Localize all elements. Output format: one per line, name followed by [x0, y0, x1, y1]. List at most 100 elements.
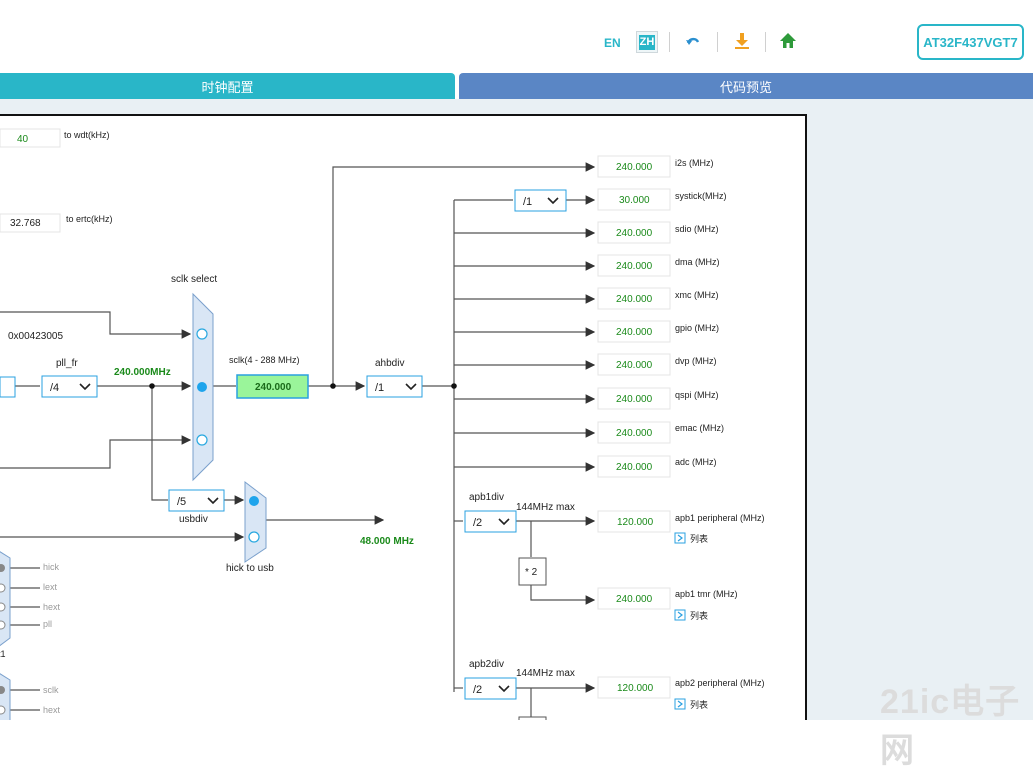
toolbar-divider	[717, 32, 718, 52]
toolbar-divider	[669, 32, 670, 52]
out-value: 240.000	[616, 428, 653, 439]
clkout-radio-hick[interactable]	[0, 564, 5, 572]
toolbar-divider	[765, 32, 766, 52]
expand-icon	[674, 698, 686, 710]
clkout-radio-lext[interactable]	[0, 583, 6, 593]
wdt-value: 40	[17, 134, 29, 145]
out-value: 240.000	[616, 261, 653, 272]
apb1div-label: apb1div	[469, 492, 504, 503]
out-label: dvp (MHz)	[675, 356, 717, 366]
multiplier-label: * 2	[525, 567, 538, 578]
ahbdiv-label: ahbdiv	[375, 358, 404, 369]
hick-to-usb-mux	[244, 480, 267, 563]
apb1-periph-list-link[interactable]: 列表	[674, 532, 708, 544]
ertc-value: 32.768	[10, 218, 41, 229]
usb-freq: 48.000 MHz	[360, 536, 414, 547]
apb1-tmr-label: apb1 tmr (MHz)	[675, 589, 738, 599]
clkout-mux	[0, 551, 11, 647]
svg-text:列表: 列表	[690, 533, 708, 544]
svg-text:/4: /4	[50, 382, 59, 394]
chevron-down-icon	[547, 197, 559, 205]
clkout-radio-hext[interactable]	[0, 602, 6, 612]
apb2-periph-value: 120.000	[617, 683, 654, 694]
clkout-label: pll	[43, 619, 52, 629]
multiplier-box	[518, 557, 547, 586]
chevron-down-icon	[405, 383, 417, 391]
svg-text:/2: /2	[473, 684, 482, 696]
tab-label: 时钟配置	[201, 79, 254, 95]
out-label: gpio (MHz)	[675, 323, 719, 333]
clock-diagram: /4 /1 /1 /5 /2 /2 to wdt(kHz) to ertc(kH…	[0, 114, 807, 720]
clkout-label: lext	[43, 582, 58, 592]
out-value: 240.000	[616, 294, 653, 305]
clkout2-radio-hext[interactable]	[0, 705, 6, 715]
svg-text:/1: /1	[375, 382, 384, 394]
chip-model-label: AT32F437VGT7	[923, 34, 1018, 50]
usbdiv-label: usbdiv	[179, 514, 208, 525]
usbdiv-select[interactable]: /5	[168, 489, 225, 512]
tab-clock-config[interactable]: 时钟配置	[0, 73, 455, 99]
out-value: 240.000	[616, 462, 653, 473]
svg-text:列表: 列表	[690, 610, 708, 621]
out-value: 240.000	[616, 360, 653, 371]
undo-icon[interactable]	[684, 33, 702, 56]
chip-model-button[interactable]: AT32F437VGT7	[917, 24, 1024, 60]
lang-en-button[interactable]: EN	[604, 36, 621, 50]
out-value: 240.000	[616, 228, 653, 239]
tab-label: 代码预览	[719, 79, 772, 95]
lang-zh-label: ZH	[639, 35, 655, 50]
out-label: emac (MHz)	[675, 423, 724, 433]
clkout-mux-label: t1	[0, 649, 6, 659]
svg-text:/5: /5	[177, 496, 186, 508]
tab-code-preview[interactable]: 代码预览	[459, 73, 1033, 99]
out-label: i2s (MHz)	[675, 158, 714, 168]
top-bar: EN ZH AT32F437VGT7	[0, 0, 1033, 72]
apb2div-select[interactable]: /2	[464, 677, 517, 700]
apb2div-label: apb2div	[469, 659, 504, 670]
out-value: 240.000	[616, 327, 653, 338]
svg-text:列表: 列表	[690, 699, 708, 710]
apb1-tmr-list-link[interactable]: 列表	[674, 609, 708, 621]
out-label: dma (MHz)	[675, 257, 720, 267]
lang-zh-button[interactable]: ZH	[636, 31, 658, 53]
clkout-label: hick	[43, 562, 60, 572]
sclk-select-label: sclk select	[171, 274, 217, 285]
sclk-source-radio-2[interactable]	[197, 382, 207, 392]
out-label: adc (MHz)	[675, 457, 717, 467]
apb2-periph-list-link[interactable]: 列表	[674, 698, 708, 710]
out-value: 240.000	[616, 394, 653, 405]
clkout-radio-pll[interactable]	[0, 620, 6, 630]
sclk-source-radio-3[interactable]	[196, 434, 208, 446]
apb1-max-label: 144MHz max	[516, 502, 575, 513]
usb-source-radio-1[interactable]	[249, 496, 259, 506]
pll-fr-select[interactable]: /4	[41, 375, 98, 398]
apb2-max-label: 144MHz max	[516, 668, 575, 679]
chevron-down-icon	[79, 383, 91, 391]
hick-to-usb-label: hick to usb	[226, 563, 274, 574]
pll-freq: 240.000MHz	[114, 367, 171, 378]
svg-text:/2: /2	[473, 517, 482, 529]
clkout2-label: hext	[43, 705, 61, 715]
apb2-periph-label: apb2 peripheral (MHz)	[675, 678, 765, 688]
systick-div-select[interactable]: /1	[514, 189, 567, 212]
clkout2-label: sclk	[43, 685, 59, 695]
chevron-down-icon	[207, 497, 219, 505]
apb1div-select[interactable]: /2	[464, 510, 517, 533]
ertc-label: to ertc(kHz)	[66, 214, 113, 224]
sclk-source-radio-1[interactable]	[196, 328, 208, 340]
usb-source-radio-2[interactable]	[248, 531, 260, 543]
wdt-label: to wdt(kHz)	[64, 130, 110, 140]
out-value: 240.000	[616, 162, 653, 173]
out-label: xmc (MHz)	[675, 290, 719, 300]
out-label: systick(MHz)	[675, 191, 727, 201]
clkout-label: hext	[43, 602, 61, 612]
sclk-range-label: sclk(4 - 288 MHz)	[229, 355, 300, 365]
expand-icon	[674, 532, 686, 544]
chevron-down-icon	[498, 518, 510, 526]
apb1-tmr-value: 240.000	[616, 594, 653, 605]
ahbdiv-select[interactable]: /1	[366, 375, 423, 398]
clkout2-radio-sclk[interactable]	[0, 686, 5, 694]
download-icon[interactable]	[733, 32, 751, 55]
register-value: 0x00423005	[8, 331, 63, 342]
home-icon[interactable]	[779, 32, 797, 55]
